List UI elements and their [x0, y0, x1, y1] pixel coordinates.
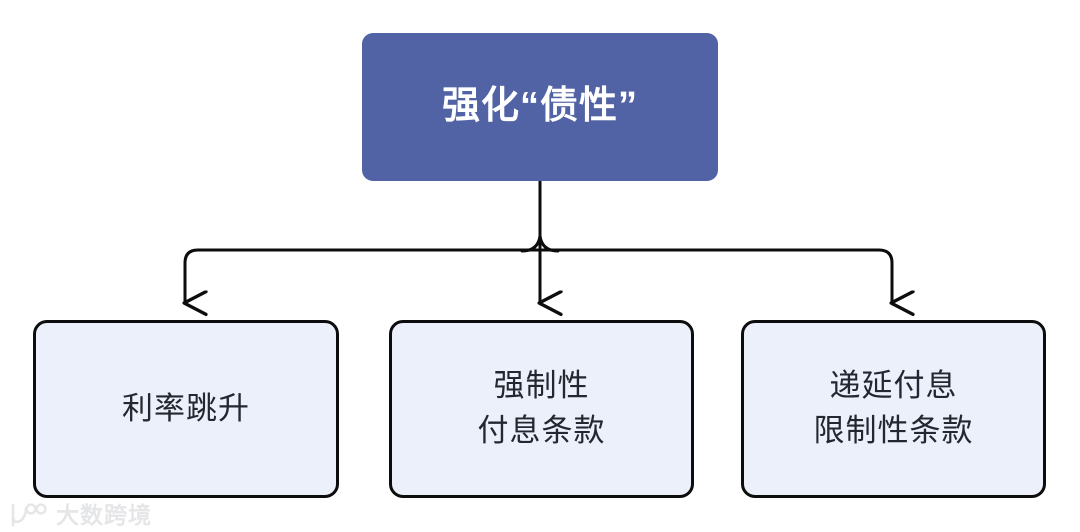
- node-leaf-1-label: 利率跳升: [122, 390, 250, 426]
- watermark: 大数跨境: [6, 502, 152, 528]
- node-leaf-2[interactable]: 强制性 付息条款: [389, 320, 694, 498]
- connector-branch-right: [540, 248, 892, 303]
- node-leaf-3[interactable]: 递延付息 限制性条款: [741, 320, 1046, 498]
- connector-branch-left: [185, 248, 540, 303]
- node-leaf-2-label: 强制性 付息条款: [477, 368, 606, 448]
- node-root-label: 强化“债性”: [441, 85, 638, 128]
- node-root[interactable]: 强化“债性”: [362, 33, 718, 181]
- connector-fillet-right: [538, 234, 560, 253]
- watermark-text: 大数跨境: [56, 501, 152, 528]
- infinity-k-logo-icon: [11, 503, 47, 527]
- connector-fillet-left: [520, 234, 542, 253]
- node-leaf-1[interactable]: 利率跳升: [33, 320, 339, 498]
- node-leaf-3-label: 递延付息 限制性条款: [813, 368, 974, 448]
